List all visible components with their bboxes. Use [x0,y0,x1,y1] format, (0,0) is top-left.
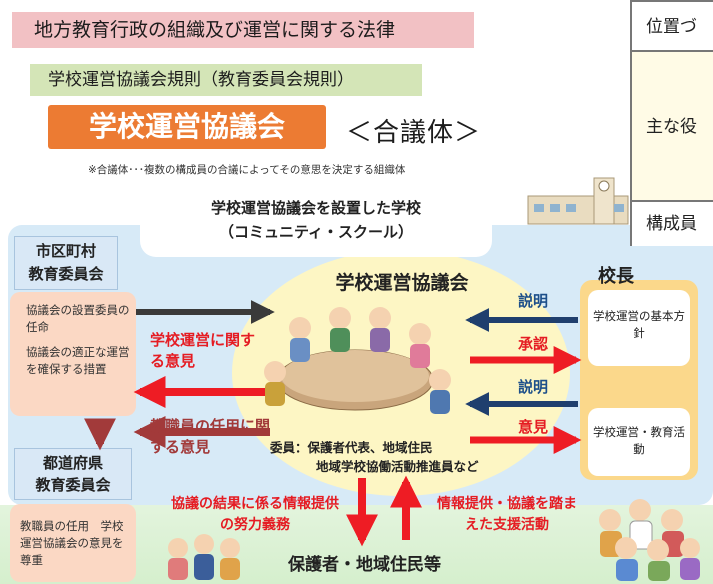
council-banner: 学校運営協議会 [48,105,326,149]
pref-board-line2: 教育委員会 [35,476,111,494]
council-title: 学校運営協議会 [335,272,469,294]
role-table-members: 構成員 [632,202,713,246]
basic-policy-card: 学校運営の基本方針 [588,290,690,366]
pref-board-duties [10,504,136,582]
school-bubble-line1: 学校運営協議会を設置した学校 [210,199,421,217]
goushi-label: ＜合議体＞ [346,118,482,148]
rule-title: 学校運営協議会規則（教育委員会規則） [30,64,422,96]
law-title: 地方教育行政の組織及び運営に関する法律 [12,12,474,48]
school-bubble-line2: （コミュニティ・スクール） [218,223,414,241]
members-line1: 委員：保護者代表、地域住民 [270,440,433,455]
city-board-duties: 協議会の設置委員の任命 協議会の適正な運営を確保する措置 [10,292,136,416]
approve-label: 承認 [518,335,549,353]
school-opinion-label: 学校運営に関する意見 [150,331,256,370]
opinion-label: 意見 [518,418,549,436]
city-board-line2: 教育委員会 [28,265,104,283]
support-label: 情報提供・協議を踏まえた支援活動 [437,496,577,533]
community-title: 保護者・地域住民等 [288,555,441,575]
pref-board-header: 都道府県 教育委員会 [14,448,132,500]
principal-title: 校長 [598,266,634,287]
role-table-position: 位置づ [632,2,713,52]
city-duty-ensure: 協議会の適正な運営を確保する措置 [26,345,130,376]
staff-opinion-label: 教職員の任用に関する意見 [150,417,271,456]
city-board-header: 市区町村 教育委員会 [14,236,118,290]
members-line2: 地域学校協働活動推進員など [316,459,479,474]
pref-board-line1: 都道府県 [42,454,103,472]
members-text: 委員：保護者代表、地域住民 地域学校協働活動推進員など [270,438,479,476]
role-table-main-role: 主な役 [632,52,713,202]
city-duty-appoint: 協議会の設置委員の任命 [26,303,130,334]
goushi-note: ※合議体･･･複数の構成員の合議によってその意思を決定する組織体 [88,164,406,176]
effort-label: 協議の結果に係る情報提供の努力義務 [171,496,339,533]
role-table: 位置づ 主な役 構成員 [630,0,713,246]
pref-duty-text: 教職員の任用 学校運営協議会の意見を尊重 [20,519,124,567]
school-activities-card: 学校運営・教育活動 [588,408,690,476]
school-bubble: 学校運営協議会を設置した学校 （コミュニティ・スクール） [140,187,492,257]
explain-label-2: 説明 [518,378,549,396]
city-board-line1: 市区町村 [35,242,96,260]
explain-label-1: 説明 [518,292,549,310]
